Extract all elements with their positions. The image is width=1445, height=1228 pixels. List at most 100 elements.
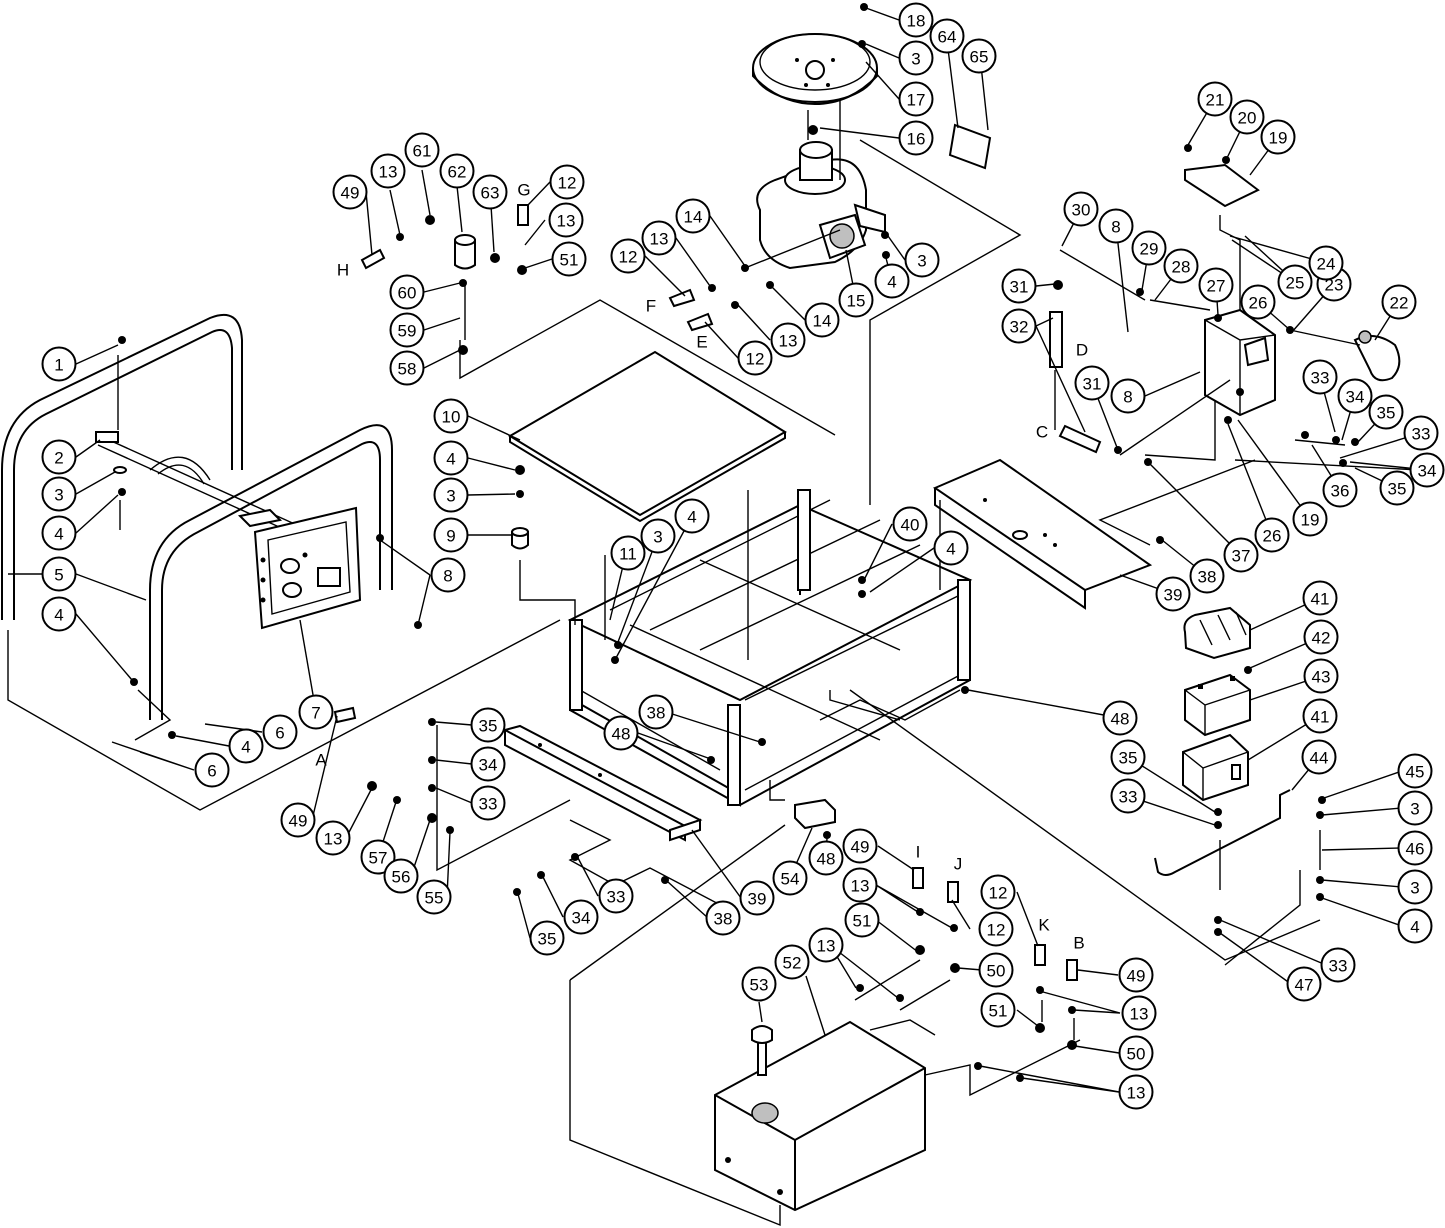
callout-25: 25 (1277, 264, 1313, 300)
callout-3d: 3 (904, 242, 940, 278)
callout-label: 61 (413, 142, 432, 161)
callout-12a: 12 (549, 164, 585, 200)
callout-label: 31 (1010, 278, 1029, 297)
callout-label: 28 (1172, 258, 1191, 277)
callout-circle (1301, 739, 1337, 775)
callout-8b: 8 (1098, 208, 1134, 244)
callout-circle (1110, 778, 1146, 814)
callout-circle (705, 900, 741, 936)
fasteners (113, 3, 1359, 1082)
callout-circle (603, 715, 639, 751)
callout-41a: 41 (1302, 580, 1338, 616)
callout-label: 11 (619, 545, 637, 564)
callout-circle (1397, 790, 1433, 826)
callout-54: 54 (772, 860, 808, 896)
callout-label: 33 (1311, 369, 1330, 388)
callout-37: 37 (1223, 537, 1259, 573)
callout-circle (1063, 191, 1099, 227)
callout-63: 63 (472, 174, 508, 210)
callout-circle (675, 198, 711, 234)
connection-letter-c: C (1036, 423, 1048, 442)
callout-label: 8 (1111, 218, 1120, 237)
callout-label: 9 (446, 527, 455, 546)
callout-1: 1 (41, 346, 77, 382)
callout-circle (383, 858, 419, 894)
callout-circle (404, 132, 440, 168)
callout-label: 3 (1410, 800, 1419, 819)
callout-13i: 13 (1118, 1074, 1154, 1110)
part-callouts: 1234546467849136162631213516059581043911… (41, 2, 1445, 1110)
callout-circle (1001, 268, 1037, 304)
callout-circle (1302, 580, 1338, 616)
callout-5: 5 (41, 556, 77, 592)
callout-circle (470, 785, 506, 821)
callout-label: 4 (54, 606, 63, 625)
callout-circle (978, 952, 1014, 988)
callout-46: 46 (1397, 830, 1433, 866)
callout-58: 58 (389, 350, 425, 386)
callout-12e: 12 (980, 874, 1016, 910)
callout-6b: 6 (194, 752, 230, 788)
callout-label: 1 (54, 356, 63, 375)
callout-55: 55 (416, 879, 452, 915)
callout-19b: 19 (1292, 501, 1328, 537)
callout-label: 23 (1325, 276, 1344, 295)
callout-4e: 4 (674, 498, 710, 534)
callout-label: 33 (1119, 788, 1138, 807)
callout-label: 48 (612, 725, 631, 744)
callout-label: 60 (398, 284, 417, 303)
control-box (1204, 308, 1276, 417)
callout-circle (280, 802, 316, 838)
callout-circle (370, 153, 406, 189)
callout-13c: 13 (641, 220, 677, 256)
callout-39a: 39 (1155, 576, 1191, 612)
callout-circle (262, 714, 298, 750)
hydraulic-motor-assembly (756, 141, 886, 270)
callout-label: 3 (911, 50, 920, 69)
callout-circle (638, 694, 674, 730)
connection-letter-i: I (916, 843, 921, 862)
callout-circle (961, 38, 997, 74)
callout-49b: 49 (280, 802, 316, 838)
callout-11: 11 (610, 535, 646, 571)
callout-circle (470, 707, 506, 743)
callout-3g: 3 (1397, 869, 1433, 905)
callout-34b: 34 (1409, 452, 1445, 488)
callout-label: 4 (54, 525, 63, 544)
callout-49d: 49 (1118, 957, 1154, 993)
callout-label: 35 (538, 930, 557, 949)
callout-circle (640, 518, 676, 554)
callout-label: 39 (1164, 586, 1183, 605)
connection-letter-e: E (696, 333, 707, 352)
callout-circle (1403, 415, 1439, 451)
callout-circle (548, 202, 584, 238)
callout-18: 18 (898, 2, 934, 38)
callout-label: 4 (446, 450, 455, 469)
callout-4d: 4 (433, 440, 469, 476)
callout-52: 52 (774, 944, 810, 980)
callout-circle (1409, 452, 1445, 488)
callout-label: 44 (1310, 749, 1329, 768)
callout-label: 46 (1406, 840, 1425, 859)
callout-label: 41 (1311, 590, 1330, 609)
callout-circle (433, 517, 469, 553)
callout-circle (1197, 81, 1233, 117)
callout-circle (41, 556, 77, 592)
callout-circle (978, 911, 1014, 947)
callout-label: 50 (987, 962, 1006, 981)
callout-label: 16 (907, 130, 926, 149)
callout-33c: 33 (1110, 778, 1146, 814)
callout-19a: 19 (1260, 119, 1296, 155)
callout-circle (360, 839, 396, 875)
turntable-plate (752, 33, 878, 106)
callout-38b: 38 (638, 694, 674, 730)
connection-letter-b: B (1073, 934, 1084, 953)
callout-label: 45 (1406, 763, 1425, 782)
callout-label: 6 (275, 724, 284, 743)
callout-label: 4 (687, 508, 696, 527)
callout-51b: 51 (844, 902, 880, 938)
callout-circle (838, 282, 874, 318)
callout-label: 63 (481, 184, 500, 203)
